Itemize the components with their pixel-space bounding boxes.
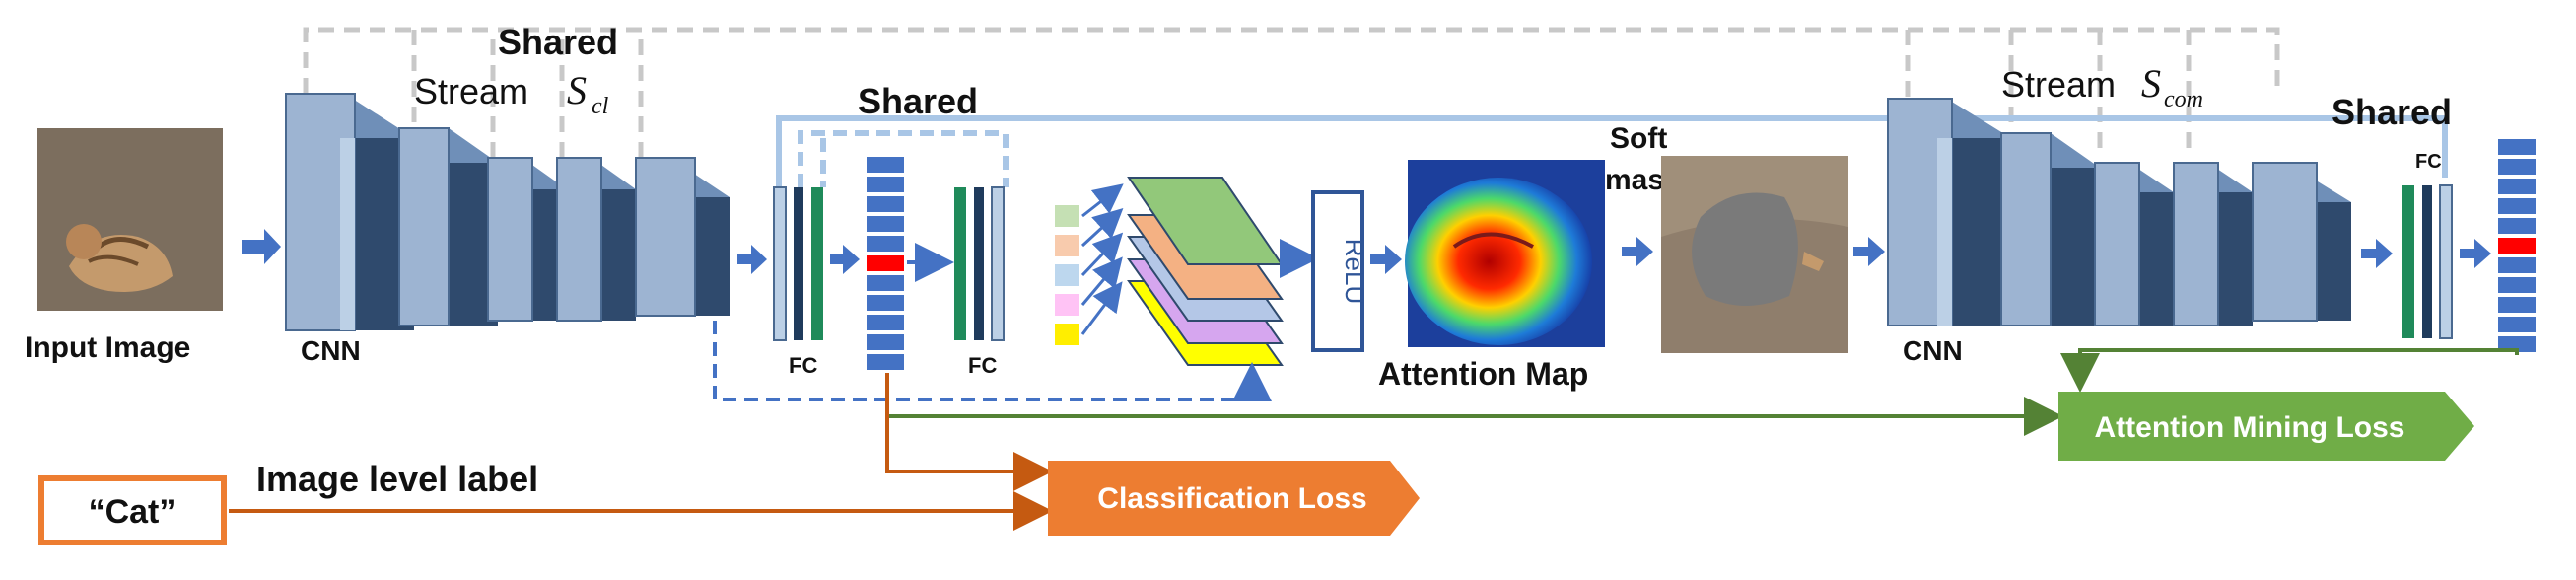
cnn-stream-right [1887, 98, 2351, 326]
fc-left-2-label: FC [968, 353, 997, 378]
input-image [37, 128, 223, 311]
attention-mining-loss-box [2058, 392, 2474, 461]
shared-middle-label: Shared [858, 81, 978, 121]
fc-layer-right [2402, 184, 2453, 339]
stream-com-subscript: com [2164, 87, 2203, 112]
classification-loss-connector [885, 373, 1053, 491]
image-level-label: Image level label [256, 459, 538, 499]
shared-right-label: Shared [2332, 92, 2452, 132]
soft-mask-label-1: Soft [1610, 122, 1667, 155]
cat-label: “Cat” [89, 493, 176, 531]
weight-arrows [1080, 183, 1124, 335]
arrow-icon [830, 245, 860, 274]
fc-left-1-label: FC [789, 353, 817, 378]
arrow-icon [1370, 245, 1402, 274]
arrow-icon [242, 229, 281, 264]
fc-layer-left-1 [773, 186, 823, 341]
classification-loss-box [1048, 461, 1420, 536]
arrow-icon [737, 245, 767, 274]
feature-maps [1127, 177, 1284, 366]
cnn-stream-left [285, 93, 730, 331]
shared-top-left-label: Shared [498, 22, 618, 62]
stream-cl-subscript: cl [592, 94, 609, 119]
cnn-right-label: CNN [1903, 335, 1963, 366]
arrow-icon [2460, 239, 2491, 268]
relu-label: ReLU [1340, 239, 1369, 304]
score-vector-right [2496, 137, 2538, 354]
input-image-label: Input Image [25, 331, 190, 364]
attention-mining-loss-label: Attention Mining Loss [2095, 411, 2405, 444]
cat-label-box [38, 475, 227, 545]
cnn-left-label: CNN [301, 335, 361, 366]
attention-map-image [1405, 160, 1605, 347]
arrow-icon [2361, 239, 2393, 268]
classification-loss-label: Classification Loss [1097, 482, 1366, 515]
fc-right-label: FC [2415, 151, 2442, 173]
feature-map-connector [713, 321, 1272, 401]
masked-image [1661, 156, 1848, 353]
stream-com-symbol: S [2141, 61, 2161, 106]
stream-cl-symbol: S [567, 68, 587, 112]
attention-map-label: Attention Map [1378, 356, 1588, 392]
class-weights [1055, 205, 1079, 345]
stream-cl-label: Stream [414, 71, 528, 111]
mining-loss-connector-right [2060, 348, 2519, 393]
score-vector-left [865, 155, 906, 372]
shared-fc-connector [776, 115, 2448, 187]
arrow-icon [1622, 237, 1653, 266]
relu-box [1311, 190, 1364, 352]
stream-com-label: Stream [2001, 64, 2116, 105]
fc-layer-left-2 [954, 186, 1005, 341]
arrow-icon [1853, 237, 1885, 266]
